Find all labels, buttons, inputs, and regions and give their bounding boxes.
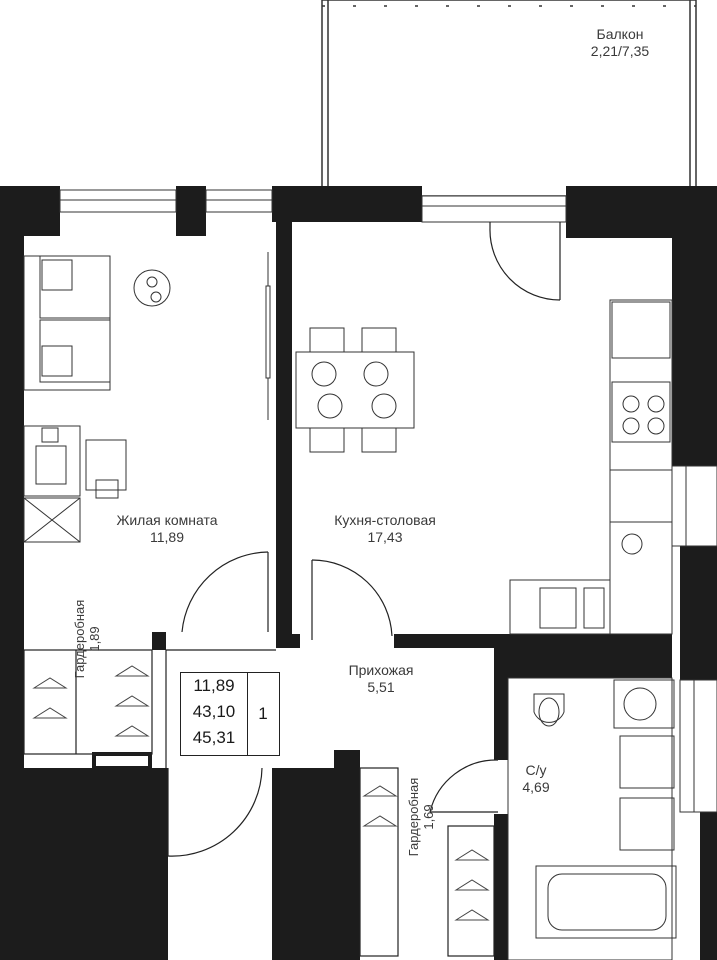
wardrobe-right-name: Гардеробная xyxy=(406,777,421,857)
windows xyxy=(59,189,717,813)
bathroom-area: 4,69 xyxy=(522,778,550,795)
living-room-label: Жилая комната 11,89 xyxy=(92,512,242,546)
hall-label: Прихожая 5,51 xyxy=(326,662,436,696)
kitchen-name: Кухня-столовая xyxy=(334,512,436,528)
kitchen-counter xyxy=(509,299,673,635)
wardrobe-left-walls xyxy=(23,649,153,755)
total-with-balcony-value: 45,31 xyxy=(192,728,236,747)
hall-name: Прихожая xyxy=(348,662,414,678)
doors xyxy=(167,222,561,857)
balcony-area: 2,21/7,35 xyxy=(590,42,650,59)
kitchen-area: 17,43 xyxy=(367,528,403,545)
total-area-value: 43,10 xyxy=(192,702,236,721)
walls xyxy=(0,186,717,960)
living-furniture xyxy=(23,252,271,543)
area-summary-table: 11,89 43,10 45,31 1 xyxy=(180,672,280,756)
wardrobe-left-label: Гардеробная 1,89 xyxy=(72,589,107,689)
wardrobe-right-label: Гардеробная 1,69 xyxy=(406,767,441,867)
bathroom-label: С/у 4,69 xyxy=(506,762,566,796)
wardrobe-left-name: Гардеробная xyxy=(72,599,87,679)
hall-lines xyxy=(165,649,276,768)
bathroom-name: С/у xyxy=(525,762,547,778)
bath-fixtures xyxy=(507,677,677,960)
living-area-value: 11,89 xyxy=(193,676,235,695)
wardrobe-left-area: 1,89 xyxy=(86,626,102,652)
balcony-name: Балкон xyxy=(596,26,644,42)
balcony-label: Балкон 2,21/7,35 xyxy=(570,26,670,60)
kitchen-label: Кухня-столовая 17,43 xyxy=(310,512,460,546)
hanger-icons xyxy=(32,665,490,921)
kitchen-table xyxy=(295,327,415,453)
area-values: 11,89 43,10 45,31 xyxy=(181,673,248,755)
hall-area: 5,51 xyxy=(367,678,395,695)
living-room-area: 11,89 xyxy=(150,528,184,545)
living-room-name: Жилая комната xyxy=(116,512,218,528)
room-count-value: 1 xyxy=(258,704,268,723)
wardrobe-right-walls xyxy=(359,767,495,957)
wardrobe-right-area: 1,69 xyxy=(420,804,436,830)
